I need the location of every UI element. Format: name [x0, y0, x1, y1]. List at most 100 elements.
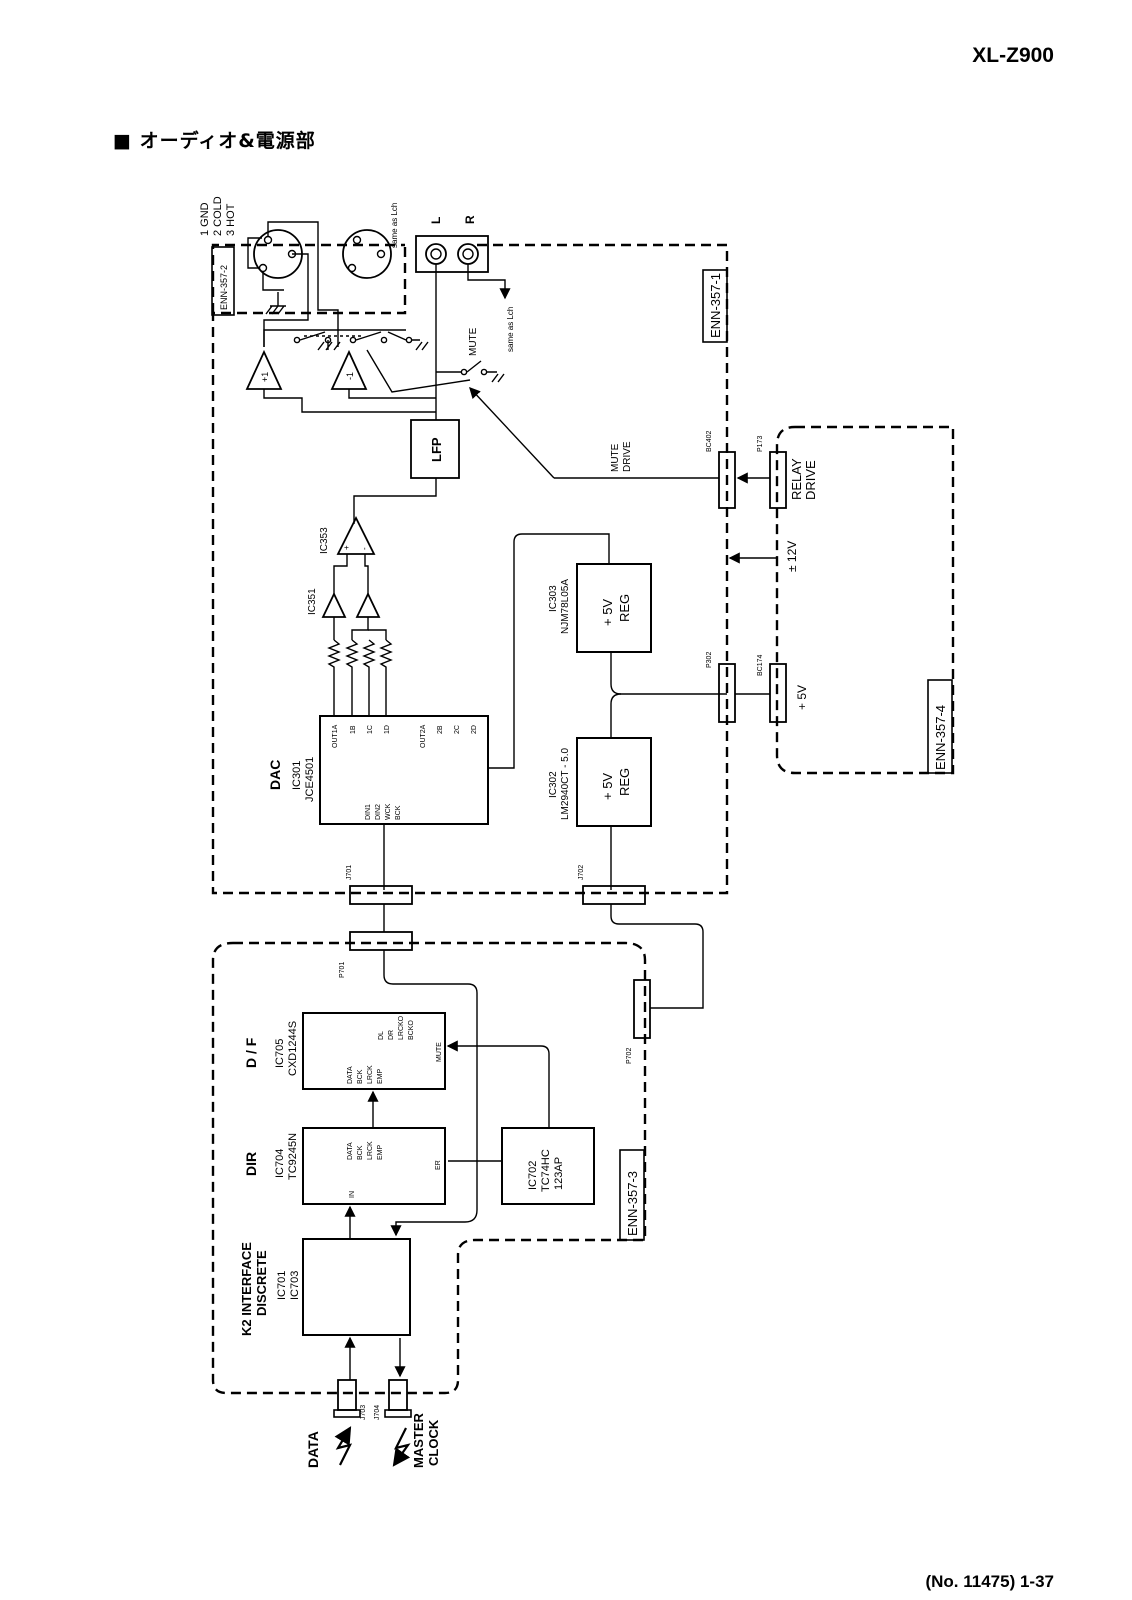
reg-ic303-v: + 5V [600, 599, 615, 626]
dir-part-label: TC9245N [287, 1133, 299, 1180]
connector-j702-label: J702 [578, 865, 585, 880]
master-clock-label-1: MASTER [411, 1413, 426, 1469]
xlr-pin-2-label: 2 COLD [212, 196, 224, 236]
dir-pin-lrck: LRCK [367, 1141, 374, 1160]
ic702-block [501, 1127, 595, 1205]
board-enn-357-1-outline [211, 243, 729, 895]
dir-pin-bck: BCK [357, 1145, 364, 1160]
df-pin-lrck: LRCK [367, 1065, 374, 1084]
xlr-pin-1-label: 1 GND [199, 202, 211, 236]
dac-pin-out1a: OUT1A [332, 724, 339, 748]
mute-drive-label-2: DRIVE [622, 441, 633, 472]
mute-label: MUTE [468, 327, 479, 356]
board-label-enn-357-4: ENN-357-4 [933, 705, 948, 770]
k2-title-1: K2 INTERFACE [239, 1242, 254, 1336]
connector-p302 [718, 663, 736, 723]
df-title: D / F [243, 1037, 259, 1068]
rca-output-jacks [415, 235, 489, 273]
connector-j703 [337, 1379, 357, 1411]
dir-pin-er: ER [435, 1160, 442, 1170]
board-enn-357-2-outline [211, 243, 405, 313]
connector-j703-label: J703 [360, 1405, 367, 1420]
k2-ic701: IC701 [276, 1271, 288, 1300]
k2-ic703: IC703 [289, 1271, 301, 1300]
relay-drive-label-2: DRIVE [803, 460, 818, 500]
connector-p702 [633, 979, 651, 1039]
dac-pin-2d: 2D [471, 725, 478, 734]
data-input-bolt [334, 1426, 353, 1466]
connector-bc174 [769, 663, 787, 723]
connector-bc174-label: BC174 [757, 654, 764, 676]
connector-p173-label: P173 [757, 436, 764, 452]
dac-pin-1b: 1B [350, 725, 357, 734]
connector-p701-label: P701 [339, 962, 346, 978]
ic702-part2-label: 123AP [553, 1157, 565, 1190]
ic351-label: IC351 [307, 588, 318, 615]
plus5v-label: + 5V [795, 685, 809, 710]
board-enn-357-3-outline [211, 941, 647, 1395]
reg-ic303-ic: IC303 [548, 585, 559, 612]
dac-pin-wck: WCK [385, 803, 392, 820]
reg-ic302-v: + 5V [600, 773, 615, 800]
dac-part-label: JCE4501 [304, 757, 316, 802]
reg-ic302-reg: REG [617, 768, 632, 796]
pm12v-label: ± 12V [785, 541, 799, 572]
amp-minus1-label: -1 [345, 372, 355, 380]
reg-ic303-reg: REG [617, 594, 632, 622]
dir-pin-data: DATA [347, 1142, 354, 1160]
df-pin-data: DATA [347, 1066, 354, 1084]
buffer-amp-minus1 [330, 349, 368, 390]
xlr-right-connector [342, 229, 392, 279]
dac-pin-1c: 1C [367, 725, 374, 734]
master-clock-output-bolt [392, 1427, 411, 1467]
board-enn-357-4-outline [775, 425, 955, 775]
board-label-enn-357-2: ENN-357-2 [219, 265, 229, 310]
df-part-label: CXD1244S [287, 1021, 299, 1076]
dac-ic301-block [319, 715, 489, 825]
connector-j704 [388, 1379, 408, 1411]
df-pin-lrcko: LRCKO [398, 1015, 405, 1040]
dac-pin-bck: BCK [395, 805, 402, 820]
section-title: ■ オーディオ&電源部 [113, 130, 316, 152]
ic351-buffer-b [355, 591, 381, 618]
df-ic705-block [302, 1012, 446, 1090]
buffer-amp-plus1 [245, 349, 283, 390]
ic353-minus: - [360, 547, 369, 550]
dir-ic-label: IC704 [274, 1149, 286, 1178]
reg-ic303-part: NJM78L05A [560, 579, 571, 634]
df-ic-label: IC705 [274, 1039, 286, 1068]
rca-left-label: L [429, 217, 443, 224]
k2-interface-block [302, 1238, 411, 1336]
connector-bc402-label: BC402 [706, 430, 713, 452]
master-clock-label-2: CLOCK [426, 1419, 441, 1466]
dac-pin-2c: 2C [454, 725, 461, 734]
reg-ic302-ic: IC302 [548, 771, 559, 798]
reg-ic302-block [576, 737, 652, 827]
ic353-label: IC353 [319, 527, 330, 554]
connector-j701-label: J701 [346, 865, 353, 880]
dac-ic-label: IC301 [291, 761, 303, 790]
board-label-enn-357-1: ENN-357-1 [708, 273, 723, 338]
rca-same-as-lch: same as Lch [506, 307, 515, 352]
dac-pin-din1: DIN1 [365, 804, 372, 820]
data-input-label: DATA [305, 1431, 321, 1468]
dac-pin-out2a: OUT2A [420, 724, 427, 748]
rca-right-label: R [463, 215, 477, 224]
dir-title: DIR [243, 1152, 259, 1176]
df-pin-dr: DR [388, 1030, 395, 1040]
reg-ic303-block [576, 563, 652, 653]
model-number: XL-Z900 [972, 44, 1054, 67]
dir-pin-in: IN [349, 1191, 356, 1198]
reg-ic302-part: LM2940CT - 5.0 [560, 747, 571, 820]
relay-drive-label-1: RELAY [789, 458, 804, 500]
k2-title-2: DISCRETE [254, 1250, 269, 1316]
dac-pin-din2: DIN2 [375, 804, 382, 820]
ic702-ic-label: IC702 [527, 1161, 539, 1190]
df-pin-dl: DL [378, 1031, 385, 1040]
page-number: (No. 11475) 1-37 [925, 1572, 1054, 1591]
xlr-same-as-lch: same as Lch [390, 203, 399, 248]
dac-pin-2b: 2B [437, 725, 444, 734]
ic353-opamp [336, 515, 376, 555]
